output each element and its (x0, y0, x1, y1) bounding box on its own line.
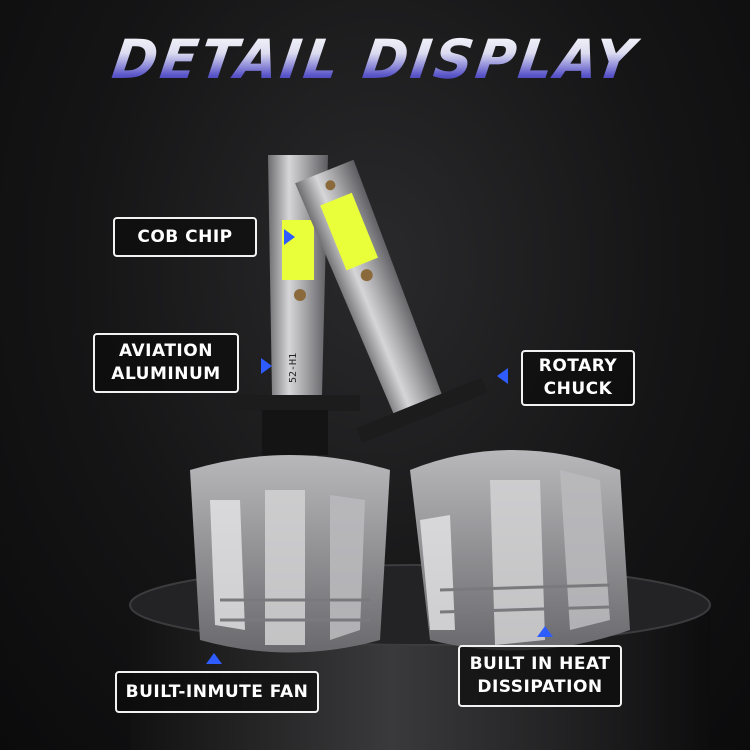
label-built-inmute-fan: BUILT-INMUTE FAN (115, 671, 319, 713)
label-rotary-chuck: ROTARY CHUCK (521, 350, 635, 406)
right-cob-chip (320, 192, 378, 271)
label-cob-chip: COB CHIP (113, 217, 257, 257)
arrow-aviation-aluminum (261, 358, 272, 374)
left-bulb-marking: 52-H1 (288, 353, 299, 383)
right-led-bulb (295, 159, 630, 651)
arrow-cob-chip (284, 229, 295, 245)
arrow-built-inmute-fan (206, 653, 222, 664)
arrow-rotary-chuck (497, 368, 508, 384)
label-aviation-aluminum: AVIATION ALUMINUM (93, 333, 239, 393)
label-built-in-heat-dissipation: BUILT IN HEAT DISSIPATION (458, 645, 622, 707)
arrow-built-in-heat-dissipation (537, 626, 553, 637)
